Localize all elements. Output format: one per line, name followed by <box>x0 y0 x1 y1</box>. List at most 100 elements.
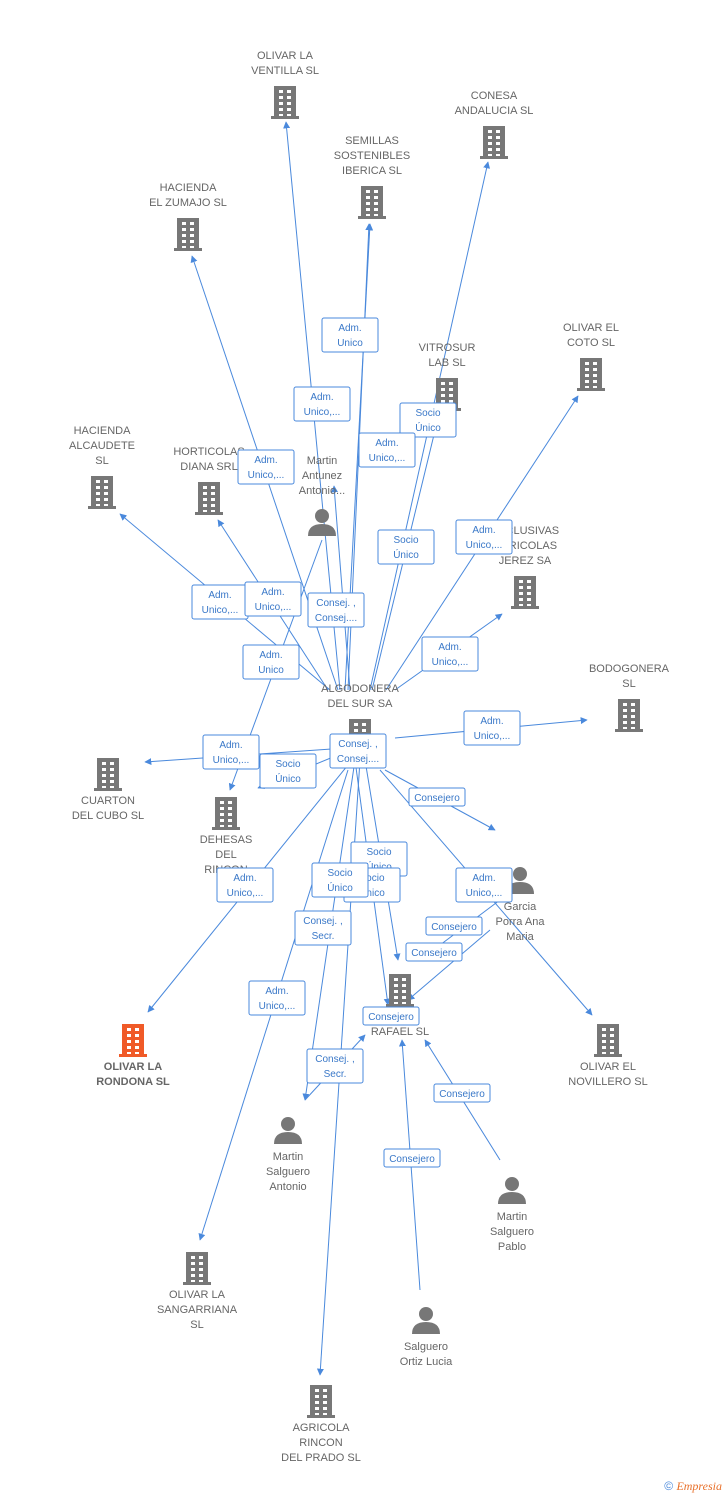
edge-label[interactable]: Consej. ,Secr. <box>306 1048 364 1084</box>
person-icon[interactable] <box>274 1117 302 1144</box>
edge-label-box[interactable] <box>455 867 513 903</box>
building-icon[interactable] <box>271 86 299 119</box>
edge-label[interactable]: Consejero <box>405 942 463 962</box>
edge-label-box[interactable] <box>242 644 300 680</box>
building-icon[interactable] <box>511 576 539 609</box>
edge-label[interactable]: Consej. ,Consej.... <box>329 733 387 769</box>
edge-label[interactable]: Consejero <box>425 916 483 936</box>
edge-label-box[interactable] <box>408 787 466 807</box>
edge-label[interactable]: Consejero <box>362 1006 420 1026</box>
edge-label[interactable]: Adm.Unico,... <box>191 584 249 620</box>
edge-label[interactable]: Adm.Unico <box>321 317 379 353</box>
edge-label[interactable]: Consejero <box>408 787 466 807</box>
edge-label[interactable]: Adm.Unico,... <box>237 449 295 485</box>
building-icon[interactable] <box>615 699 643 732</box>
edge-label-box[interactable] <box>383 1148 441 1168</box>
edge-label-box[interactable] <box>321 317 379 353</box>
building-icon[interactable] <box>119 1024 147 1057</box>
edge-label-box[interactable] <box>377 529 435 565</box>
building-icon[interactable] <box>195 482 223 515</box>
building-icon[interactable] <box>174 218 202 251</box>
edge-label[interactable]: Adm.Unico,... <box>421 636 479 672</box>
building-icon[interactable] <box>183 1252 211 1285</box>
edge-label-box[interactable] <box>358 432 416 468</box>
edge-label-box[interactable] <box>433 1083 491 1103</box>
edge-label-box[interactable] <box>244 581 302 617</box>
building-icon[interactable] <box>94 758 122 791</box>
building-icon[interactable] <box>307 1385 335 1418</box>
building-icon[interactable] <box>577 358 605 391</box>
building-icon[interactable] <box>594 1024 622 1057</box>
edge-label[interactable]: Adm.Unico,... <box>216 867 274 903</box>
edge-label-box[interactable] <box>455 519 513 555</box>
edge-label[interactable]: Adm.Unico,... <box>455 519 513 555</box>
edge-label[interactable]: Adm.Unico,... <box>248 980 306 1016</box>
edge-label-box[interactable] <box>216 867 274 903</box>
person-icon[interactable] <box>412 1307 440 1334</box>
person-icon[interactable] <box>308 509 336 536</box>
building-icon[interactable] <box>212 797 240 830</box>
edge-label-box[interactable] <box>329 733 387 769</box>
edge-label-box[interactable] <box>405 942 463 962</box>
node-dehesas[interactable]: DEHESASDELRINCON <box>200 797 253 876</box>
edge-label-box[interactable] <box>399 402 457 438</box>
edge-label-box[interactable] <box>307 592 365 628</box>
building-icon[interactable] <box>480 126 508 159</box>
node-label: ALCAUDETE <box>69 440 135 452</box>
person-icon[interactable] <box>498 1177 526 1204</box>
edge-label-box[interactable] <box>294 910 352 946</box>
node-martin-antunez[interactable]: MartinAntunezAntonio... <box>299 455 345 536</box>
edge-label[interactable]: Adm.Unico,... <box>202 734 260 770</box>
node-san-rafael[interactable]: SANRAFAEL SL <box>371 974 429 1038</box>
edge-label-box[interactable] <box>237 449 295 485</box>
edge-label-box[interactable] <box>248 980 306 1016</box>
edge-label-box[interactable] <box>421 636 479 672</box>
edge-label-box[interactable] <box>311 862 369 898</box>
edge-label[interactable]: Adm.Unico,... <box>455 867 513 903</box>
edge-label[interactable]: Adm.Unico,... <box>293 386 351 422</box>
edge-label[interactable]: Adm.Unico <box>242 644 300 680</box>
edge-label-box[interactable] <box>202 734 260 770</box>
brand-logo[interactable]: Empresia <box>676 1479 722 1493</box>
edge-label-box[interactable] <box>425 916 483 936</box>
edge-label-box[interactable] <box>259 753 317 789</box>
edge-label[interactable]: Adm.Unico,... <box>244 581 302 617</box>
edge-label-text: Secr. <box>324 1069 347 1080</box>
edge-label-box[interactable] <box>362 1006 420 1026</box>
edge-label-box[interactable] <box>306 1048 364 1084</box>
edge-label[interactable]: Consej. ,Consej.... <box>307 592 365 628</box>
edge-label[interactable]: Consej. ,Secr. <box>294 910 352 946</box>
building-icon[interactable] <box>386 974 414 1007</box>
edge-label-box[interactable] <box>293 386 351 422</box>
building-icon[interactable] <box>88 476 116 509</box>
edge-label-box[interactable] <box>463 710 521 746</box>
edge-label[interactable]: Adm.Unico,... <box>463 710 521 746</box>
person-icon[interactable] <box>506 867 534 894</box>
edge-label[interactable]: Consejero <box>383 1148 441 1168</box>
edge-label[interactable]: Adm.Unico,... <box>358 432 416 468</box>
edge-label[interactable]: Consejero <box>433 1083 491 1103</box>
building-icon[interactable] <box>358 186 386 219</box>
